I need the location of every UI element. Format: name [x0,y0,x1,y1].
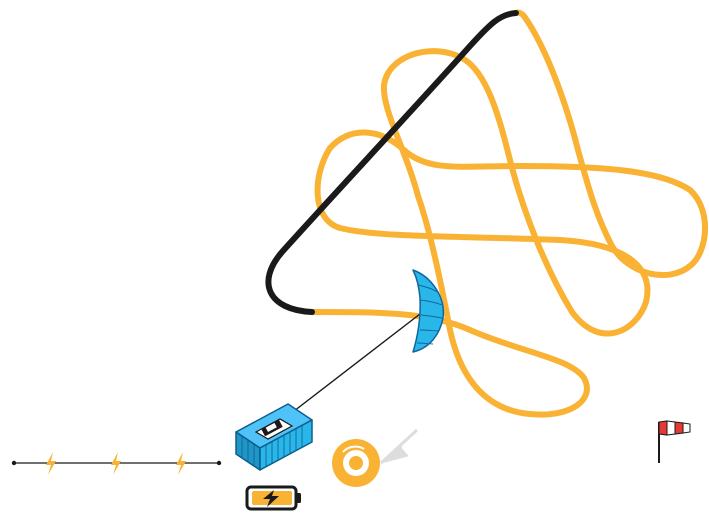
retraction-flight-path [265,10,519,315]
reel-icon [332,439,380,487]
battery-charging-icon [245,485,301,511]
power-line [11,452,222,475]
lightning-bolt-icon [111,452,121,475]
direction-arrow-icon [379,428,419,465]
traction-flight-path [309,9,708,418]
kite-wing [412,269,445,353]
traction-path-main [309,9,708,418]
ground-station-container [235,403,313,471]
lightning-bolt-icon [176,452,186,475]
lightning-bolt-icon [46,452,56,475]
windsock-icon [658,420,691,463]
winch-drum-icon [254,418,294,440]
